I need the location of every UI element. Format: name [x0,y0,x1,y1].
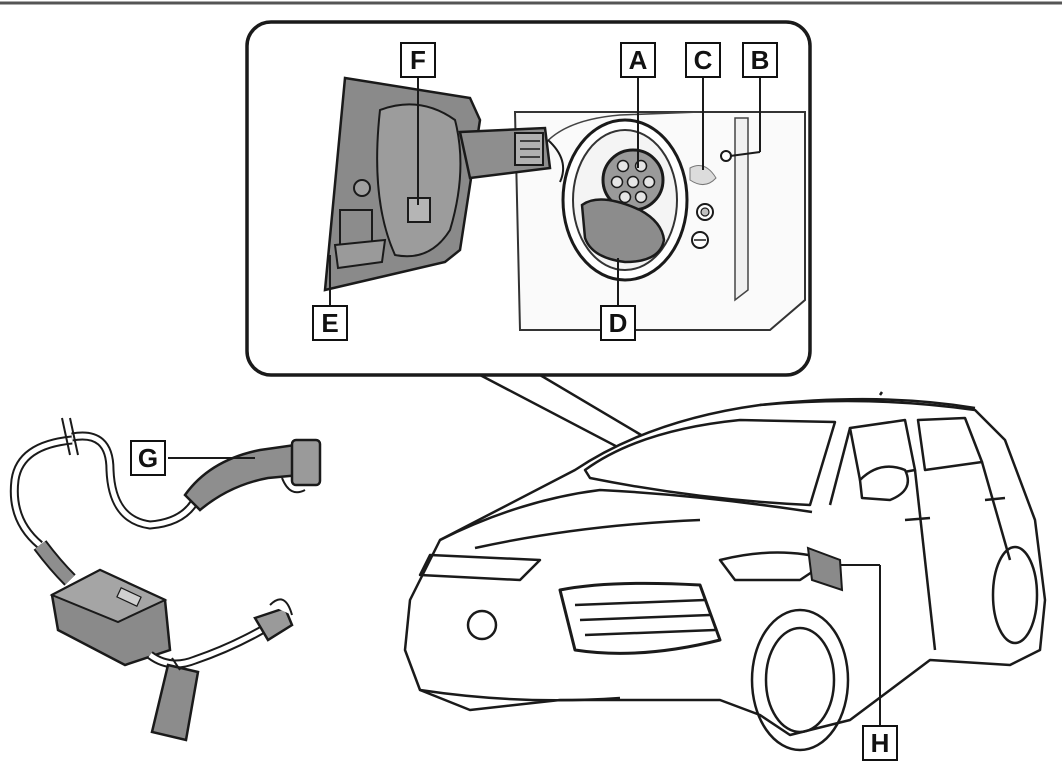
port-light-icon [689,165,717,185]
callout-label-h: H [862,725,898,761]
callout-label-d: D [600,305,636,341]
callout-label-g: G [130,440,166,476]
callout-label-e: E [312,305,348,341]
callout-label-f: F [400,42,436,78]
vehicle-charge-lid-icon [806,546,844,592]
portable-charging-cable-icon [9,417,322,742]
callout-label-a: A [620,42,656,78]
inlet-cap-icon [580,198,666,264]
indicator-light-icon [720,150,732,162]
charging-port-inlet-icon [601,148,665,212]
callout-leaders [329,78,761,305]
vehicle-outline-icon [403,391,1047,752]
callout-label-b: B [742,42,778,78]
inset-panel [245,20,812,377]
callout-label-c: C [685,42,721,78]
